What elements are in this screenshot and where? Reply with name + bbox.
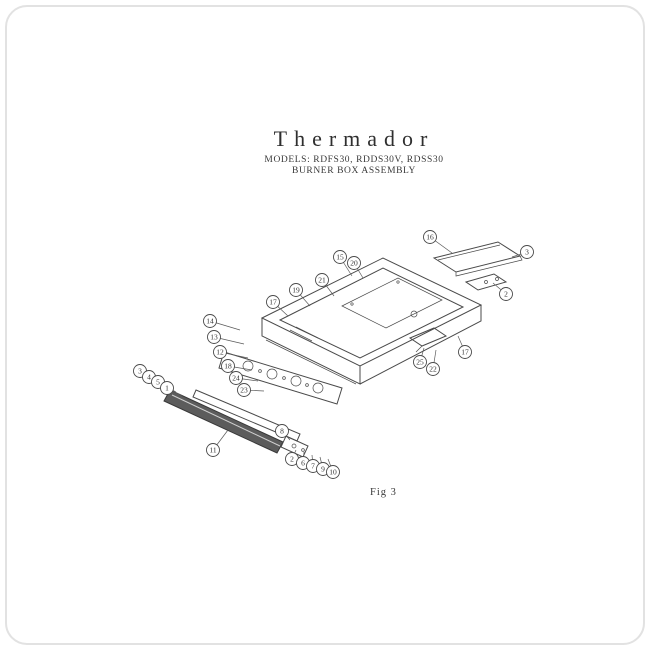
svg-text:6: 6 (301, 459, 305, 468)
callout-12: 12 (213, 345, 249, 359)
callout-15: 15 (333, 250, 353, 277)
callout-13: 13 (207, 330, 245, 345)
svg-text:3: 3 (525, 248, 529, 257)
callout-20: 20 (347, 256, 364, 279)
svg-text:8: 8 (280, 427, 284, 436)
svg-text:9: 9 (321, 465, 325, 474)
control-panel (218, 351, 343, 405)
svg-text:4: 4 (147, 373, 151, 382)
brand-title: Thermador (273, 126, 435, 151)
svg-text:2: 2 (290, 455, 294, 464)
svg-text:1: 1 (165, 384, 169, 393)
callout-19: 19 (289, 283, 311, 307)
callout-21: 21 (315, 273, 335, 297)
svg-text:22: 22 (429, 365, 437, 374)
svg-text:10: 10 (329, 468, 337, 477)
svg-text:16: 16 (426, 233, 434, 242)
svg-text:18: 18 (224, 362, 232, 371)
svg-text:23: 23 (240, 386, 248, 395)
callout-23: 23 (237, 383, 265, 397)
callout-16: 16 (423, 230, 453, 254)
callout-17: 17 (266, 295, 289, 317)
svg-text:11: 11 (209, 446, 216, 455)
svg-text:25: 25 (416, 358, 424, 367)
callout-14: 14 (203, 314, 241, 331)
callout-2: 2 (285, 449, 299, 466)
svg-text:19: 19 (292, 286, 300, 295)
svg-text:12: 12 (216, 348, 224, 357)
figure-caption: Fig 3 (370, 487, 397, 498)
callout-11: 11 (206, 429, 229, 457)
svg-text:13: 13 (210, 333, 218, 342)
callout-3: 3 (511, 245, 534, 259)
svg-text:3: 3 (138, 367, 142, 376)
callout-1: 1 (160, 381, 195, 405)
top-right-panel (432, 241, 523, 291)
svg-text:17: 17 (461, 348, 469, 357)
callout-2: 2 (492, 282, 513, 301)
svg-text:5: 5 (156, 378, 160, 387)
right-bracket (408, 327, 448, 353)
svg-text:17: 17 (269, 298, 277, 307)
callout-18: 18 (221, 359, 253, 373)
callout-8: 8 (275, 424, 291, 441)
burner-box (260, 257, 483, 385)
svg-text:14: 14 (206, 317, 214, 326)
svg-text:24: 24 (232, 374, 240, 383)
callout-25: 25 (413, 347, 427, 369)
svg-text:2: 2 (504, 290, 508, 299)
header: Thermador MODELS: RDFS30, RDDS30V, RDSS3… (54, 126, 650, 176)
svg-text:15: 15 (336, 253, 344, 262)
models-line: MODELS: RDFS30, RDDS30V, RDSS30 (264, 155, 444, 165)
svg-text:7: 7 (311, 462, 315, 471)
svg-text:20: 20 (350, 259, 358, 268)
callout-10: 10 (326, 458, 340, 479)
callout-22: 22 (426, 349, 440, 376)
svg-text:21: 21 (318, 276, 326, 285)
callout-24: 24 (229, 371, 259, 385)
assembly-line: BURNER BOX ASSEMBLY (292, 166, 416, 176)
trim-strip (163, 389, 284, 454)
callout-17: 17 (457, 335, 472, 359)
